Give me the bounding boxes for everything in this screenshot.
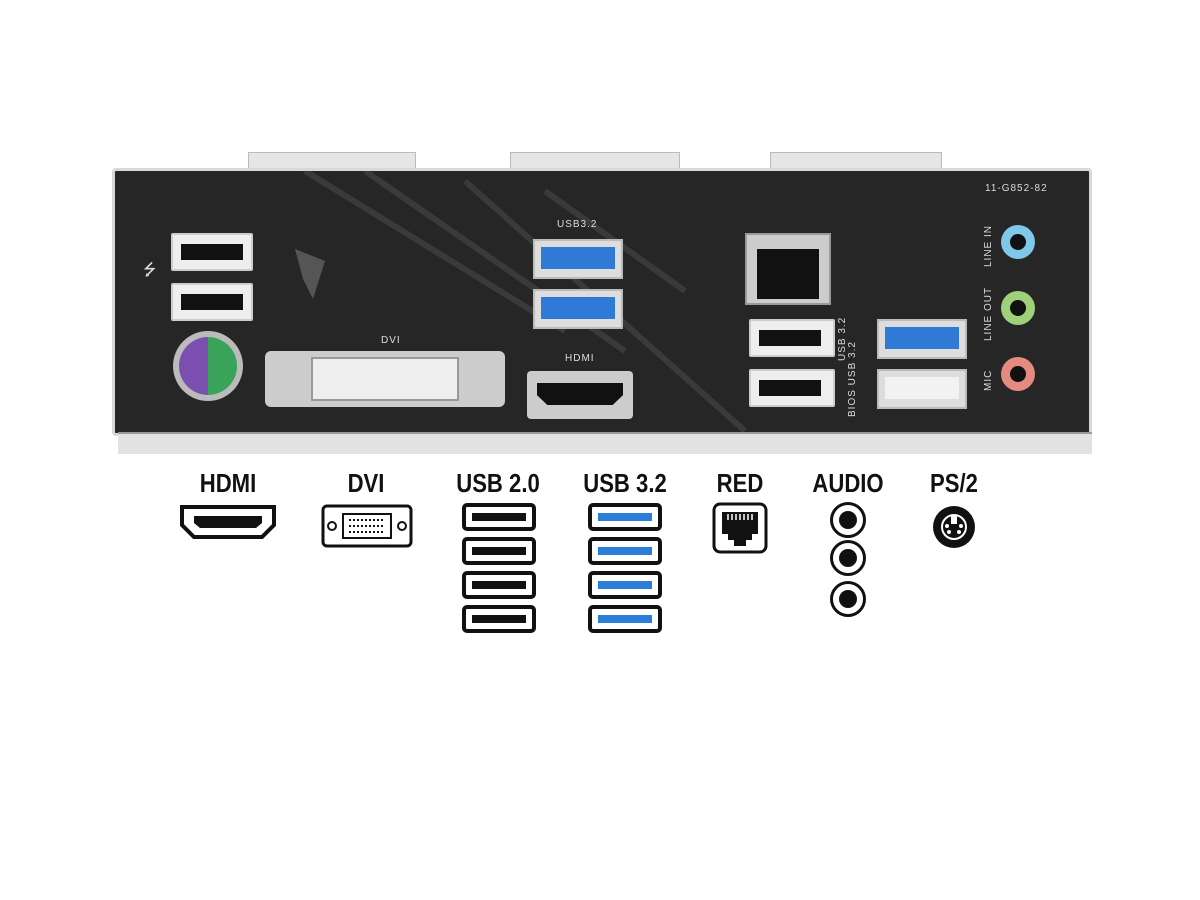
usb32-icon	[588, 605, 662, 633]
mic-label: MIC	[983, 369, 994, 391]
line-in-label: LINE IN	[983, 224, 994, 267]
mic-jack	[1001, 357, 1035, 391]
ps2-port	[173, 331, 243, 401]
audio-jack-icon	[830, 502, 866, 538]
usb32-icon	[588, 571, 662, 599]
usb20-port	[749, 319, 835, 357]
legend-dvi-label: DVI	[347, 468, 385, 498]
line-out-jack	[1001, 291, 1035, 325]
bios-usb32-port	[877, 369, 967, 409]
usb20-icon	[462, 537, 536, 565]
usb32-icon	[588, 537, 662, 565]
usb32-port	[877, 319, 967, 359]
usb32-icon	[588, 503, 662, 531]
part-number: 11-G852-82	[985, 183, 1048, 194]
dvi-port	[265, 351, 505, 407]
hdmi-icon	[180, 505, 276, 539]
hdmi-label: HDMI	[565, 353, 595, 364]
dvi-label: DVI	[381, 335, 401, 346]
io-shield-panel: 11-G852-82 USB3.2 DVI HDMI USB 3.2 BIOS …	[112, 168, 1092, 436]
audio-jack-icon	[830, 540, 866, 576]
bracket-tab	[770, 152, 942, 170]
audio-jack-icon	[830, 581, 866, 617]
usb20-port	[171, 233, 253, 271]
bios-usb-label: BIOS USB 3.2	[847, 341, 858, 417]
usb20-port	[749, 369, 835, 407]
hdmi-port	[527, 371, 633, 419]
line-in-jack	[1001, 225, 1035, 259]
bracket-tab	[248, 152, 416, 170]
usb20-port	[171, 283, 253, 321]
bracket-tab	[510, 152, 680, 170]
usb32-port	[533, 239, 623, 279]
aorus-logo-icon	[295, 249, 325, 299]
ethernet-icon	[712, 502, 768, 554]
dvi-icon	[321, 504, 413, 548]
legend-usb20-label: USB 2.0	[456, 468, 540, 498]
legend-usb32-label: USB 3.2	[583, 468, 667, 498]
usb20-icon	[462, 503, 536, 531]
usb32-label: USB3.2	[557, 219, 598, 230]
legend-hdmi-label: HDMI	[199, 468, 257, 498]
legend-red-label: RED	[716, 468, 764, 498]
usb20-icon	[462, 605, 536, 633]
usb32-port	[533, 289, 623, 329]
line-out-label: LINE OUT	[983, 286, 994, 341]
ethernet-port	[745, 233, 831, 305]
legend-ps2-label: PS/2	[930, 468, 978, 498]
usb20-icon	[462, 571, 536, 599]
legend-audio-label: AUDIO	[812, 468, 884, 498]
ps2-icon	[933, 506, 975, 548]
usb-symbol-icon: ⭍	[143, 262, 158, 279]
bottom-rail	[118, 432, 1092, 454]
